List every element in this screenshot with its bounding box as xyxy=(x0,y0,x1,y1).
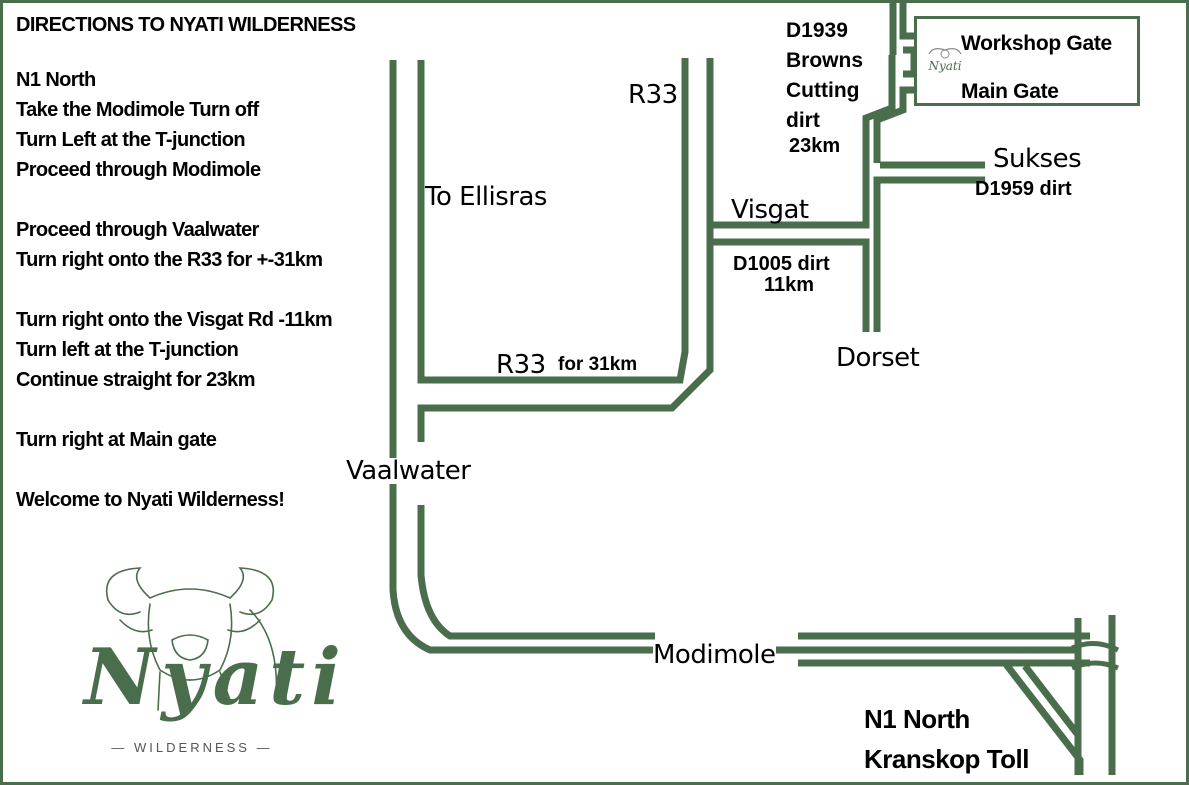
label-cutting: Cutting xyxy=(786,79,860,102)
road-visgat-north-edge xyxy=(710,55,896,229)
label-browns: Browns xyxy=(786,49,864,72)
road-n1-overpass xyxy=(1071,641,1120,671)
direction-step: Proceed through Vaalwater xyxy=(16,219,259,241)
logo-wordmark: Nyati xyxy=(84,632,347,723)
road-to-gates xyxy=(899,0,918,78)
label-d1959: D1959 dirt xyxy=(975,178,1072,200)
road-d1939-east-edge xyxy=(873,86,914,163)
label-r33-south: R33 xyxy=(496,350,546,380)
label-d1939: D1939 xyxy=(786,19,848,42)
logo-subtitle: — WILDERNESS — xyxy=(111,740,273,755)
label-d1005-distance: 11km xyxy=(764,274,815,296)
direction-step: Continue straight for 23km xyxy=(16,369,255,391)
label-to-ellisras: To Ellisras xyxy=(425,182,547,212)
label-kranskop-toll: Kranskop Toll xyxy=(864,744,1029,774)
direction-step: Turn Left at the T-junction xyxy=(16,129,246,151)
road-visgat-south-edge xyxy=(710,238,870,332)
label-sukses: Sukses xyxy=(993,144,1082,174)
label-visgat: Visgat xyxy=(731,195,809,225)
direction-step: Turn left at the T-junction xyxy=(16,339,239,361)
gates-box xyxy=(914,16,1140,106)
mini-nyati-logo: Nyati xyxy=(922,44,968,80)
label-n1-north: N1 North xyxy=(864,704,970,734)
directions-panel: DIRECTIONS TO NYATI WILDERNESS N1 North … xyxy=(16,14,356,519)
direction-step: N1 North xyxy=(16,69,96,91)
label-vaalwater: Vaalwater xyxy=(346,456,471,486)
label-r33-north: R33 xyxy=(628,80,678,110)
road-dorset-east-edge xyxy=(873,176,985,332)
direction-step: Turn right at Main gate xyxy=(16,429,217,451)
road-vaalwater-east-edge xyxy=(417,58,689,384)
label-modimole: Modimole xyxy=(653,640,776,670)
road-vaalwater-west-edge xyxy=(389,60,1080,654)
direction-step: Take the Modimole Turn off xyxy=(16,99,259,121)
road-r33-south-edge xyxy=(417,58,714,442)
label-dorset: Dorset xyxy=(836,343,920,373)
label-d1939-distance: 23km xyxy=(789,135,841,157)
direction-step: Proceed through Modimole xyxy=(16,159,261,181)
buffalo-icon xyxy=(928,48,962,59)
mini-logo-text: Nyati xyxy=(928,59,962,73)
label-main-gate: Main Gate xyxy=(961,80,1059,103)
direction-step: Welcome to Nyati Wilderness! xyxy=(16,489,285,511)
direction-step: Turn right onto the R33 for +-31km xyxy=(16,249,323,271)
road-modimole-inner xyxy=(417,505,655,640)
buffalo-logo-icon xyxy=(105,567,278,711)
directions-title: DIRECTIONS TO NYATI WILDERNESS xyxy=(16,14,356,36)
direction-step: Turn right onto the Visgat Rd -11km xyxy=(16,309,333,331)
label-r33-distance: for 31km xyxy=(558,354,638,375)
label-dirt: dirt xyxy=(786,109,820,132)
label-d1005: D1005 dirt xyxy=(733,253,830,275)
label-workshop-gate: Workshop Gate xyxy=(961,32,1112,55)
